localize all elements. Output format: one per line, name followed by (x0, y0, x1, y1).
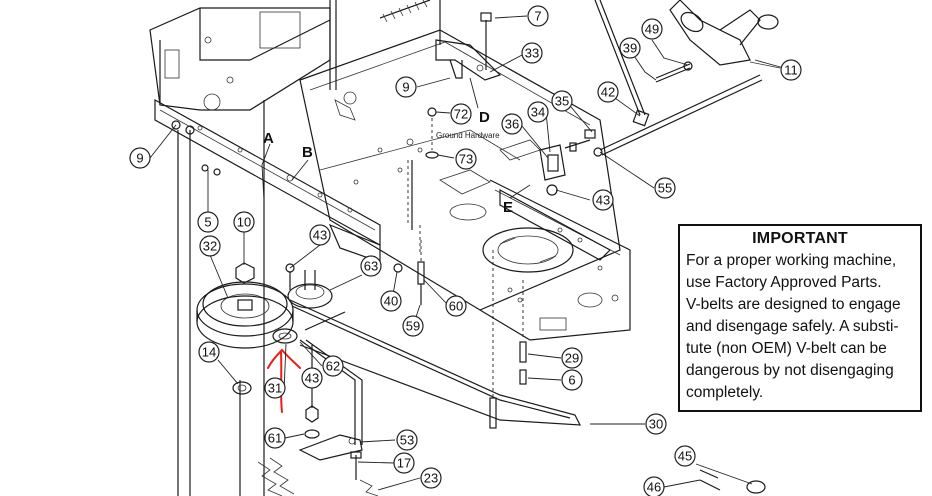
svg-text:11: 11 (784, 63, 798, 78)
important-line: V-belts are designed to engage (686, 296, 901, 313)
svg-text:43: 43 (305, 371, 319, 386)
svg-text:46: 46 (647, 480, 661, 495)
svg-text:7: 7 (534, 9, 541, 24)
svg-text:55: 55 (658, 181, 672, 196)
callout-6: 6 (561, 369, 583, 391)
svg-text:43: 43 (313, 228, 327, 243)
svg-text:73: 73 (459, 152, 473, 167)
callout-11: 11 (780, 59, 802, 81)
important-line: dangerous by not disengaging (686, 362, 894, 379)
svg-text:45: 45 (678, 449, 692, 464)
svg-text:30: 30 (649, 417, 663, 432)
clutch-lever-assembly (594, 0, 781, 156)
svg-text:61: 61 (268, 431, 282, 446)
callout-49: 49 (641, 18, 663, 40)
vertical-rods-left (171, 100, 265, 496)
callout-29: 29 (561, 347, 583, 369)
svg-text:40: 40 (384, 294, 398, 309)
svg-text:14: 14 (202, 345, 216, 360)
spring-top (379, 0, 431, 23)
lower-hardware (232, 240, 766, 496)
svg-text:42: 42 (601, 85, 615, 100)
svg-text:9: 9 (136, 151, 143, 166)
svg-text:31: 31 (268, 381, 282, 396)
svg-text:17: 17 (397, 456, 411, 471)
bracket-parts-middle (539, 129, 603, 196)
ground-hardware (407, 107, 439, 255)
svg-text:60: 60 (449, 299, 463, 314)
letter-b: B (302, 144, 313, 161)
svg-text:59: 59 (406, 319, 420, 334)
callout-33: 33 (521, 42, 543, 64)
callout-34: 34 (527, 101, 549, 123)
svg-text:10: 10 (237, 215, 251, 230)
svg-text:33: 33 (525, 46, 539, 61)
important-line: completely. (686, 384, 764, 401)
svg-text:5: 5 (204, 215, 211, 230)
callout-17: 17 (393, 452, 415, 474)
callout-39: 39 (619, 37, 641, 59)
svg-text:53: 53 (400, 433, 414, 448)
callout-61: 61 (264, 427, 286, 449)
callout-53: 53 (396, 429, 418, 451)
important-notice: IMPORTANT For a proper working machine, … (678, 224, 922, 412)
important-line: tute (non OEM) V-belt can be (686, 340, 887, 357)
callout-55: 55 (654, 177, 676, 199)
callout-36: 36 (501, 113, 523, 135)
important-line: and disengage safely. A substi- (686, 318, 899, 335)
callout-60: 60 (445, 295, 467, 317)
callout-43-low: 43 (301, 367, 323, 389)
important-line: use Factory Approved Parts. (686, 274, 882, 291)
callout-31: 31 (264, 377, 286, 399)
callout-43-mid: 43 (309, 224, 331, 246)
svg-text:72: 72 (454, 107, 468, 122)
svg-text:34: 34 (531, 105, 545, 120)
important-title: IMPORTANT (752, 230, 848, 247)
callout-14: 14 (198, 341, 220, 363)
important-line: For a proper working machine, (686, 252, 897, 269)
callout-32: 32 (199, 235, 221, 257)
svg-text:35: 35 (555, 94, 569, 109)
linkage-rods (329, 0, 502, 90)
svg-text:29: 29 (565, 351, 579, 366)
letter-e: E (503, 199, 513, 216)
callout-7: 7 (527, 5, 549, 27)
svg-text:62: 62 (326, 359, 340, 374)
callout-40: 40 (380, 290, 402, 312)
svg-text:36: 36 (505, 117, 519, 132)
letter-d: D (479, 109, 490, 126)
svg-text:39: 39 (623, 41, 637, 56)
svg-text:32: 32 (203, 239, 217, 254)
letter-a: A (263, 130, 274, 147)
svg-text:49: 49 (645, 22, 659, 37)
ground-hardware-label: Ground Hardware (436, 131, 500, 140)
callout-72: 72 (450, 103, 472, 125)
svg-text:23: 23 (424, 471, 438, 486)
callout-45: 45 (674, 445, 696, 467)
callout-5: 5 (197, 211, 219, 233)
callout-23: 23 (420, 467, 442, 489)
svg-text:63: 63 (364, 259, 378, 274)
callout-62: 62 (322, 355, 344, 377)
important-text: For a proper working machine, use Factor… (686, 250, 914, 404)
svg-text:9: 9 (402, 80, 409, 95)
callout-43-right: 43 (592, 189, 614, 211)
callout-35: 35 (551, 90, 573, 112)
callout-9-left: 9 (129, 147, 151, 169)
callout-59: 59 (402, 315, 424, 337)
callout-73: 73 (455, 148, 477, 170)
svg-text:6: 6 (568, 373, 575, 388)
svg-text:43: 43 (596, 193, 610, 208)
frame-assembly (149, 7, 631, 341)
callout-9-upper: 9 (395, 76, 417, 98)
pulley-assembly (196, 262, 582, 426)
callout-42: 42 (597, 81, 619, 103)
callout-63: 63 (360, 255, 382, 277)
callout-30: 30 (645, 413, 667, 435)
callout-10: 10 (233, 211, 255, 233)
callout-46: 46 (643, 476, 665, 496)
